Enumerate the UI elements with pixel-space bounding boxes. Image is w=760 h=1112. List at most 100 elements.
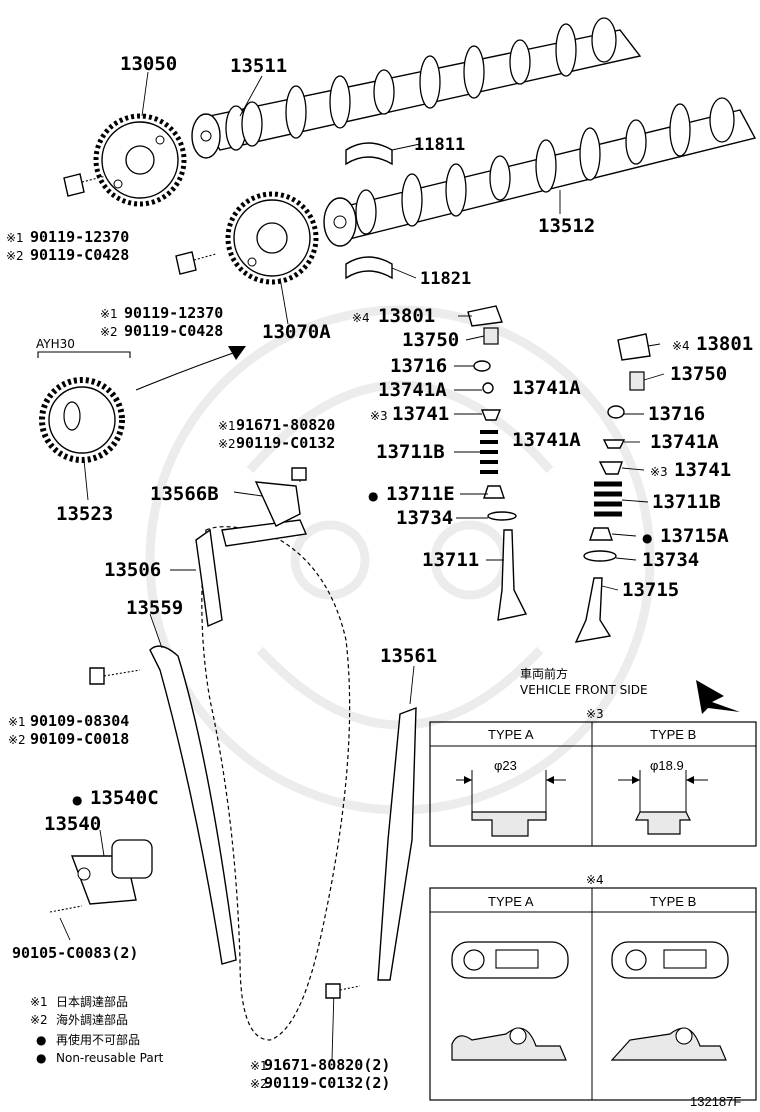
figure-id: 132187F xyxy=(690,1094,741,1109)
label-13741a-left-2: 13741A xyxy=(512,377,581,399)
label-13750-left: 13750 xyxy=(402,329,459,351)
label-bolt-f1: 91671-80820(2) xyxy=(264,1056,390,1074)
label-13716-left: 13716 xyxy=(390,355,447,377)
legend-l4: Non-reusable Part xyxy=(56,1051,164,1065)
table3-dim-a: φ23 xyxy=(494,758,517,773)
label-13050: 13050 xyxy=(120,53,177,75)
mark-1-f: ※1 xyxy=(250,1059,268,1073)
valvetrain-right-drawing xyxy=(574,333,651,643)
legend-dot-2: ● xyxy=(36,1051,46,1065)
bullet-dot-icon-3: ● xyxy=(642,531,652,545)
label-13741-left: 13741 xyxy=(392,403,449,425)
label-13801-left: 13801 xyxy=(378,305,435,327)
chain-guide-13561-drawing xyxy=(377,706,417,981)
table4-type-b: TYPE B xyxy=(650,894,696,909)
label-13566b: 13566B xyxy=(150,483,219,505)
bullet-dot-icon: ● xyxy=(72,793,82,807)
label-13741a-left-1: 13741A xyxy=(378,379,447,401)
mark-2-b: ※2 xyxy=(100,325,118,339)
chain-guide-13559-drawing xyxy=(149,645,237,965)
bearing-11811-drawing xyxy=(345,142,393,166)
legend-dot-1: ● xyxy=(36,1033,46,1047)
mark-2-d: ※2 xyxy=(8,733,26,747)
label-13540c: 13540C xyxy=(90,787,159,809)
mark-3-right: ※3 xyxy=(650,465,668,479)
label-bolt-c1: 91671-80820 xyxy=(236,416,335,434)
table-type-4: ※4 TYPE A TYPE B xyxy=(429,873,757,1101)
label-13741-right: 13741 xyxy=(674,459,731,481)
vvt-gear-13070a-drawing xyxy=(225,191,319,285)
label-13741a-right-1: 13741A xyxy=(512,429,581,451)
mark-2-f: ※2 xyxy=(250,1077,268,1091)
label-11811: 11811 xyxy=(414,135,465,155)
mark-4-right: ※4 xyxy=(672,339,690,353)
table3-mark: ※3 xyxy=(586,707,604,721)
label-bolt-a1: 90119-12370 xyxy=(30,228,129,246)
table3-type-b: TYPE B xyxy=(650,727,696,742)
tensioner-13540-drawing xyxy=(49,839,153,913)
label-13711: 13711 xyxy=(422,549,479,571)
crank-sprocket-13523-drawing xyxy=(39,377,125,463)
camshaft-13512-drawing xyxy=(323,97,757,247)
table3-type-a: TYPE A xyxy=(488,727,534,742)
label-13559: 13559 xyxy=(126,597,183,619)
valvetrain-left-drawing xyxy=(467,305,528,621)
label-13741a-right-2: 13741A xyxy=(650,431,719,453)
mark-1-a: ※1 xyxy=(6,231,24,245)
label-13540: 13540 xyxy=(44,813,101,835)
label-13750-right: 13750 xyxy=(670,363,727,385)
legend-l2: 海外調達部品 xyxy=(56,1012,128,1027)
arrow-icon xyxy=(228,346,246,360)
legend-l1: 日本調達部品 xyxy=(56,994,128,1009)
label-bolt-f2: 90119-C0132(2) xyxy=(264,1074,390,1092)
label-13801-right: 13801 xyxy=(696,333,753,355)
label-13734-right: 13734 xyxy=(642,549,699,571)
bearing-11821-drawing xyxy=(345,256,393,280)
table3-dim-b: φ18.9 xyxy=(650,758,684,773)
label-13070a: 13070A xyxy=(262,321,331,343)
label-bolt-b1: 90119-12370 xyxy=(124,304,223,322)
engine-code: AYH30 xyxy=(36,337,75,351)
mark-3-left: ※3 xyxy=(370,409,388,423)
mark-4-left: ※4 xyxy=(352,311,370,325)
camshaft-13511-drawing xyxy=(191,17,642,159)
label-bolt-b2: 90119-C0428 xyxy=(124,322,223,340)
table4-mark: ※4 xyxy=(586,873,604,887)
label-13512: 13512 xyxy=(538,215,595,237)
label-bolt-d1: 90109-08304 xyxy=(30,712,129,730)
bolt-a-drawing xyxy=(63,173,107,197)
legend: ※1 日本調達部品 ※2 海外調達部品 ● 再使用不可部品 ● Non-reus… xyxy=(30,994,164,1065)
label-13711e: 13711E xyxy=(386,483,455,505)
label-bolt-c2: 90119-C0132 xyxy=(236,434,335,452)
legend-mark-1: ※1 xyxy=(30,995,48,1009)
mark-2-a: ※2 xyxy=(6,249,24,263)
vehicle-front-jp: 車両前方 xyxy=(520,666,568,681)
label-13716-right: 13716 xyxy=(648,403,705,425)
bolt-b-drawing xyxy=(175,251,217,275)
label-13734-left: 13734 xyxy=(396,507,453,529)
label-13511: 13511 xyxy=(230,55,287,77)
label-13711b-right: 13711B xyxy=(652,491,721,513)
vehicle-front-en: VEHICLE FRONT SIDE xyxy=(520,683,648,697)
label-13715: 13715 xyxy=(622,579,679,601)
label-bolt-a2: 90119-C0428 xyxy=(30,246,129,264)
arrow-icon xyxy=(696,680,740,714)
label-bolt-e: 90105-C0083(2) xyxy=(12,944,138,962)
legend-l3: 再使用不可部品 xyxy=(56,1032,140,1047)
mark-1-d: ※1 xyxy=(8,715,26,729)
mark-2-c: ※2 xyxy=(218,437,236,451)
vvt-gear-13050-drawing xyxy=(93,113,187,207)
label-13523: 13523 xyxy=(56,503,113,525)
table-type-3: ※3 TYPE A TYPE B φ23 φ18.9 xyxy=(429,707,757,847)
label-11821: 11821 xyxy=(420,269,471,289)
mark-1-c: ※1 xyxy=(218,419,236,433)
legend-mark-2: ※2 xyxy=(30,1013,48,1027)
part-labels: 13050 13511 11811 13512 11821 13070A 135… xyxy=(6,53,753,1092)
label-13506: 13506 xyxy=(104,559,161,581)
label-13711b-left: 13711B xyxy=(376,441,445,463)
bullet-dot-icon-2: ● xyxy=(368,489,378,503)
mark-1-b: ※1 xyxy=(100,307,118,321)
timing-chain-13506-drawing xyxy=(201,526,351,1041)
label-13715a: 13715A xyxy=(660,525,729,547)
